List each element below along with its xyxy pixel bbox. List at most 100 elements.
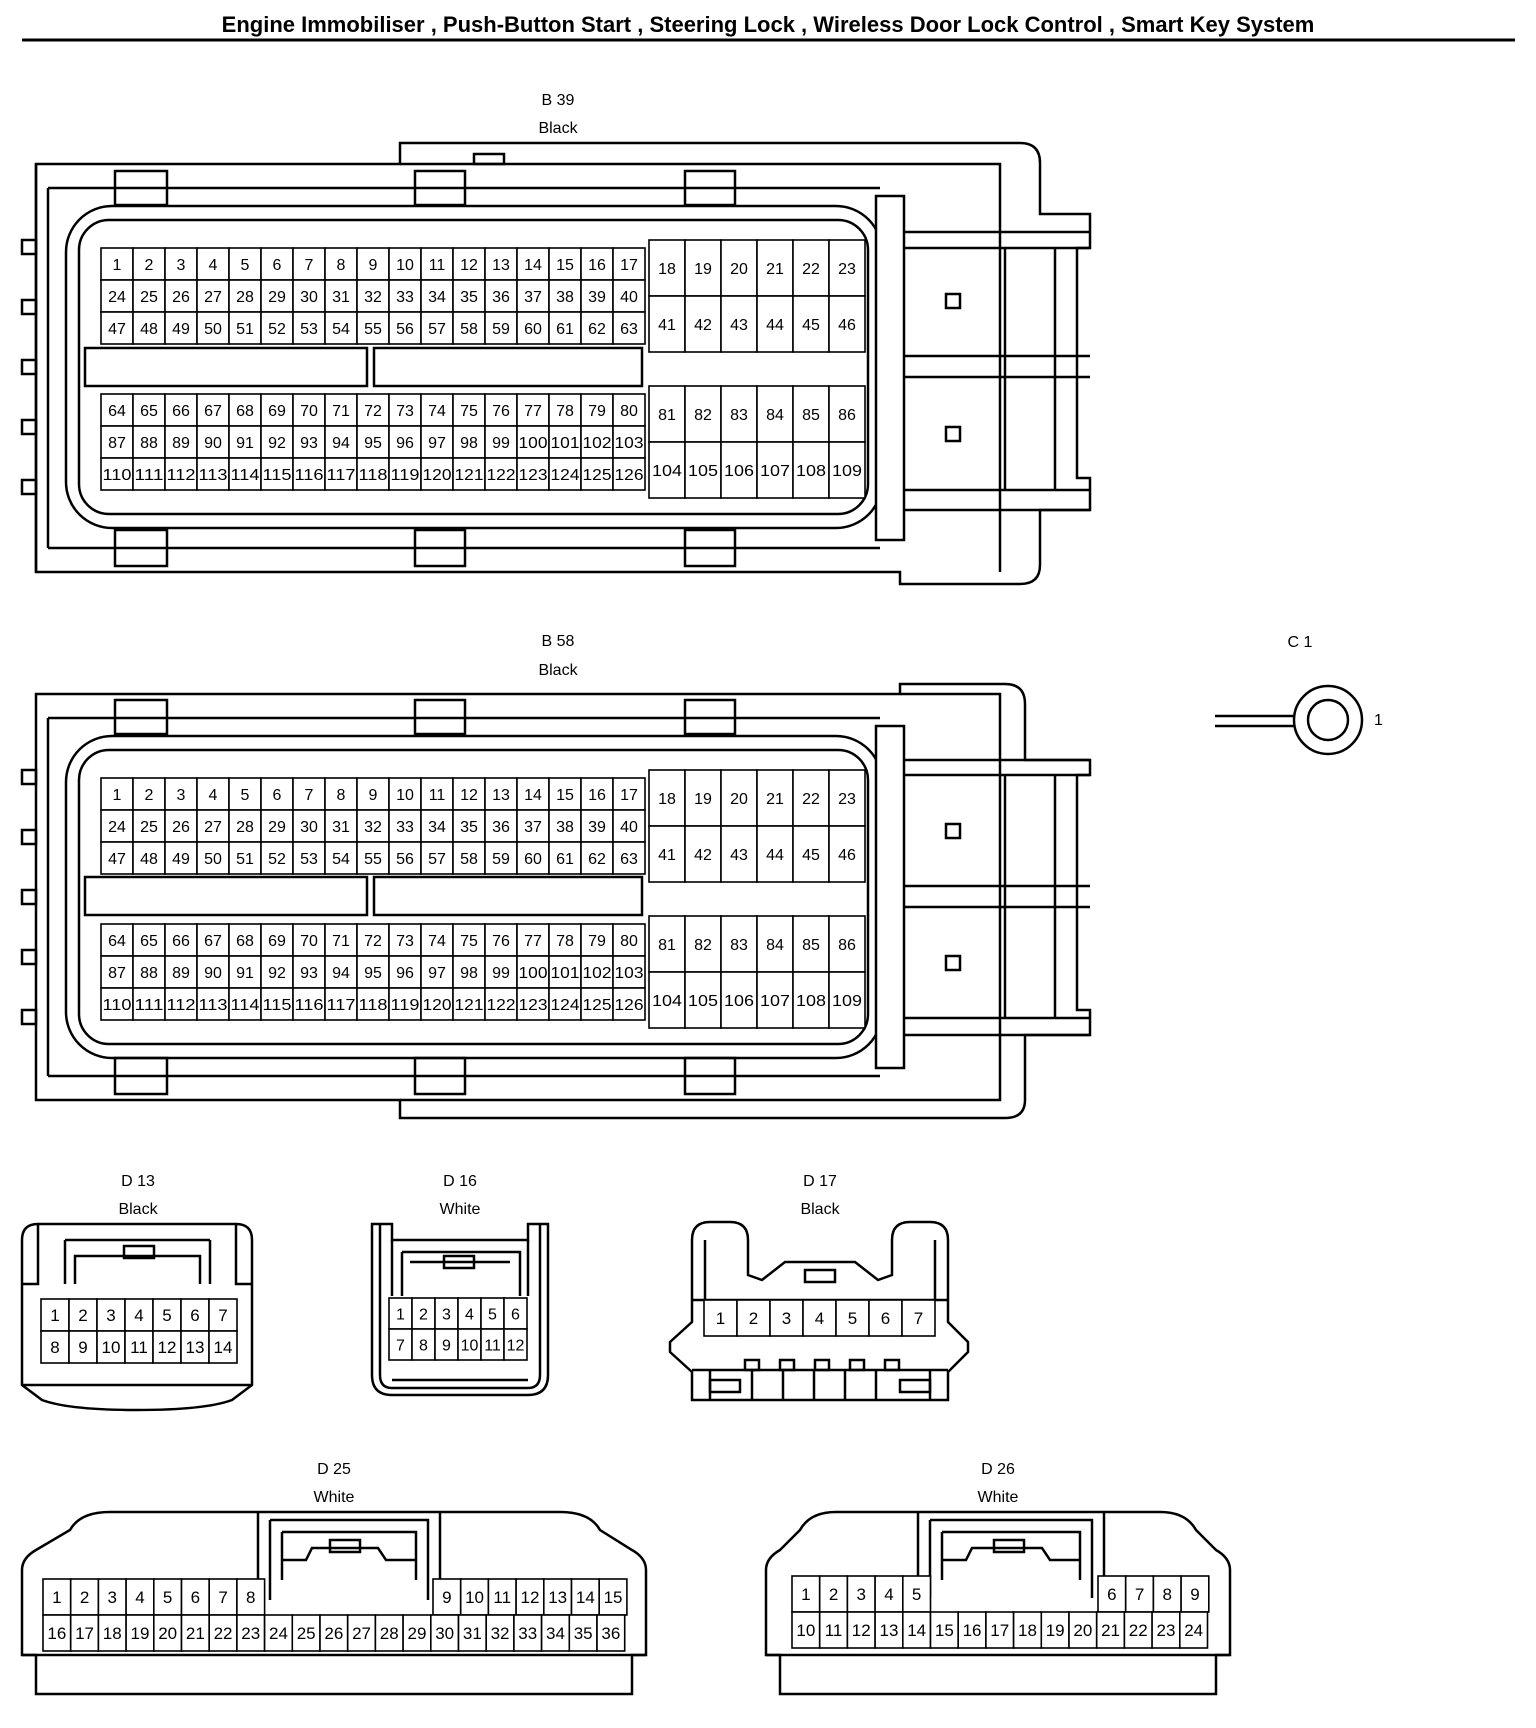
b39-pin-number: 28 (236, 289, 254, 306)
b39-pin-cell (388, 393, 422, 427)
b58-pin-number: 68 (236, 933, 254, 950)
b39-pin-cell (548, 247, 582, 281)
b39-pin-cell (484, 279, 518, 313)
b39-pin-cell (388, 247, 422, 281)
d25-pin-cell (125, 1614, 155, 1652)
b58-pin-cell (292, 923, 326, 957)
b39-pin-number: 56 (396, 321, 414, 338)
b58-pin-number: 116 (295, 997, 324, 1014)
b39-pin-cell (324, 393, 358, 427)
b39-pin-cell (484, 311, 518, 345)
b58-pin-number: 7 (305, 787, 314, 804)
d25-pin-number: 31 (463, 1624, 482, 1643)
d26-pin-cell (1123, 1611, 1153, 1649)
b58-pin-number: 26 (172, 819, 190, 836)
d17-pin-number: 1 (716, 1309, 725, 1328)
b58-pin-number: 9 (369, 787, 378, 804)
b39-pin-number: 20 (730, 261, 748, 278)
b58-pin-cell (452, 955, 486, 989)
d16-name: D 16 (443, 1173, 477, 1190)
b58-pin-number: 45 (802, 847, 820, 864)
b58-pin-number: 85 (802, 937, 820, 954)
b58-pin-cell (516, 987, 550, 1021)
b58-pin-number: 13 (492, 787, 510, 804)
b58-pin-cell (452, 923, 486, 957)
d16-pin-number: 8 (419, 1338, 428, 1355)
b39-pin-cell (196, 425, 230, 459)
b58-pin-cell (516, 955, 550, 989)
b58-pin-number: 11 (429, 787, 446, 804)
b58-pin-number: 120 (423, 997, 452, 1014)
c1-name: C 1 (1288, 634, 1313, 651)
b58-pin-cell (452, 777, 486, 811)
b39-pin-number: 36 (492, 289, 510, 306)
page-title: Engine Immobiliser , Push-Button Start ,… (222, 12, 1315, 37)
d26-pin-cell (1180, 1575, 1210, 1613)
b58-pin-number: 36 (492, 819, 510, 836)
b58-pin-number: 61 (556, 851, 574, 868)
b39-pin-cell (196, 311, 230, 345)
b39-pin-number: 118 (359, 467, 388, 484)
b58-pin-number: 34 (428, 819, 446, 836)
b58-pin-number: 57 (428, 851, 446, 868)
b58-pin-cell (324, 841, 358, 875)
b39-pin-number: 10 (396, 257, 414, 274)
d26-pin-cell (1124, 1575, 1155, 1613)
b39-pin-number: 85 (802, 407, 820, 424)
b39-pin-cell (292, 311, 326, 345)
d26-pin-number: 23 (1156, 1621, 1175, 1640)
d25-pin-number: 7 (218, 1588, 227, 1607)
b39-pin-cell (612, 247, 646, 281)
d26-pin-number: 7 (1135, 1585, 1144, 1604)
b58-pin-cell (420, 987, 454, 1021)
d26-pin-number: 22 (1129, 1621, 1148, 1640)
b58-pin-number: 118 (359, 997, 388, 1014)
d25-pin-number: 4 (135, 1588, 144, 1607)
d25-pin-cell (236, 1578, 266, 1616)
d13-pin-number: 1 (50, 1306, 59, 1325)
d25-pin-number: 19 (130, 1624, 149, 1643)
d17-pin-number: 4 (815, 1309, 824, 1328)
b58-pin-number: 23 (838, 791, 856, 808)
b58-pin-number: 92 (268, 965, 286, 982)
connector-b39 (20, 141, 1092, 586)
b58-pin-number: 1 (113, 787, 122, 804)
b39-pin-number: 45 (802, 317, 820, 334)
b58-pin-cell (580, 777, 614, 811)
b39-pin-cell (792, 385, 830, 443)
b58-pin-number: 101 (551, 965, 580, 982)
b39-pin-number: 49 (172, 321, 190, 338)
b58-name: B 58 (542, 633, 575, 650)
b39-pin-number: 25 (140, 289, 158, 306)
b39-pin-number: 107 (760, 463, 790, 480)
d13-name: D 13 (121, 1173, 155, 1190)
b58-pin-number: 42 (694, 847, 712, 864)
b58-pin-cell (228, 841, 262, 875)
b39-pin-cell (164, 311, 198, 345)
d25-pin-cell (153, 1614, 183, 1652)
b58-pin-cell (292, 809, 326, 843)
b39-pin-number: 40 (620, 289, 638, 306)
b58-pin-number: 72 (364, 933, 382, 950)
b39-pin-number: 14 (524, 257, 542, 274)
b58-pin-cell (100, 955, 134, 989)
b58-pin-number: 17 (620, 787, 638, 804)
b58-pin-number: 14 (524, 787, 542, 804)
b58-pin-number: 103 (615, 965, 644, 982)
d26-name: D 26 (981, 1461, 1015, 1478)
b58-pin-number: 91 (236, 965, 254, 982)
b39-pin-number: 50 (204, 321, 222, 338)
connector-d13 (20, 1222, 254, 1412)
b39-pin-cell (684, 441, 722, 499)
b58-pin-number: 110 (103, 997, 132, 1014)
b39-pin-cell (516, 457, 550, 491)
d25-pin-number: 17 (75, 1624, 94, 1643)
b58-pin-number: 107 (760, 993, 790, 1010)
d26-pin-cell (1040, 1611, 1070, 1649)
b58-pin-number: 39 (588, 819, 606, 836)
d13-pin-number: 3 (106, 1306, 115, 1325)
d25-pin-number: 2 (80, 1588, 89, 1607)
